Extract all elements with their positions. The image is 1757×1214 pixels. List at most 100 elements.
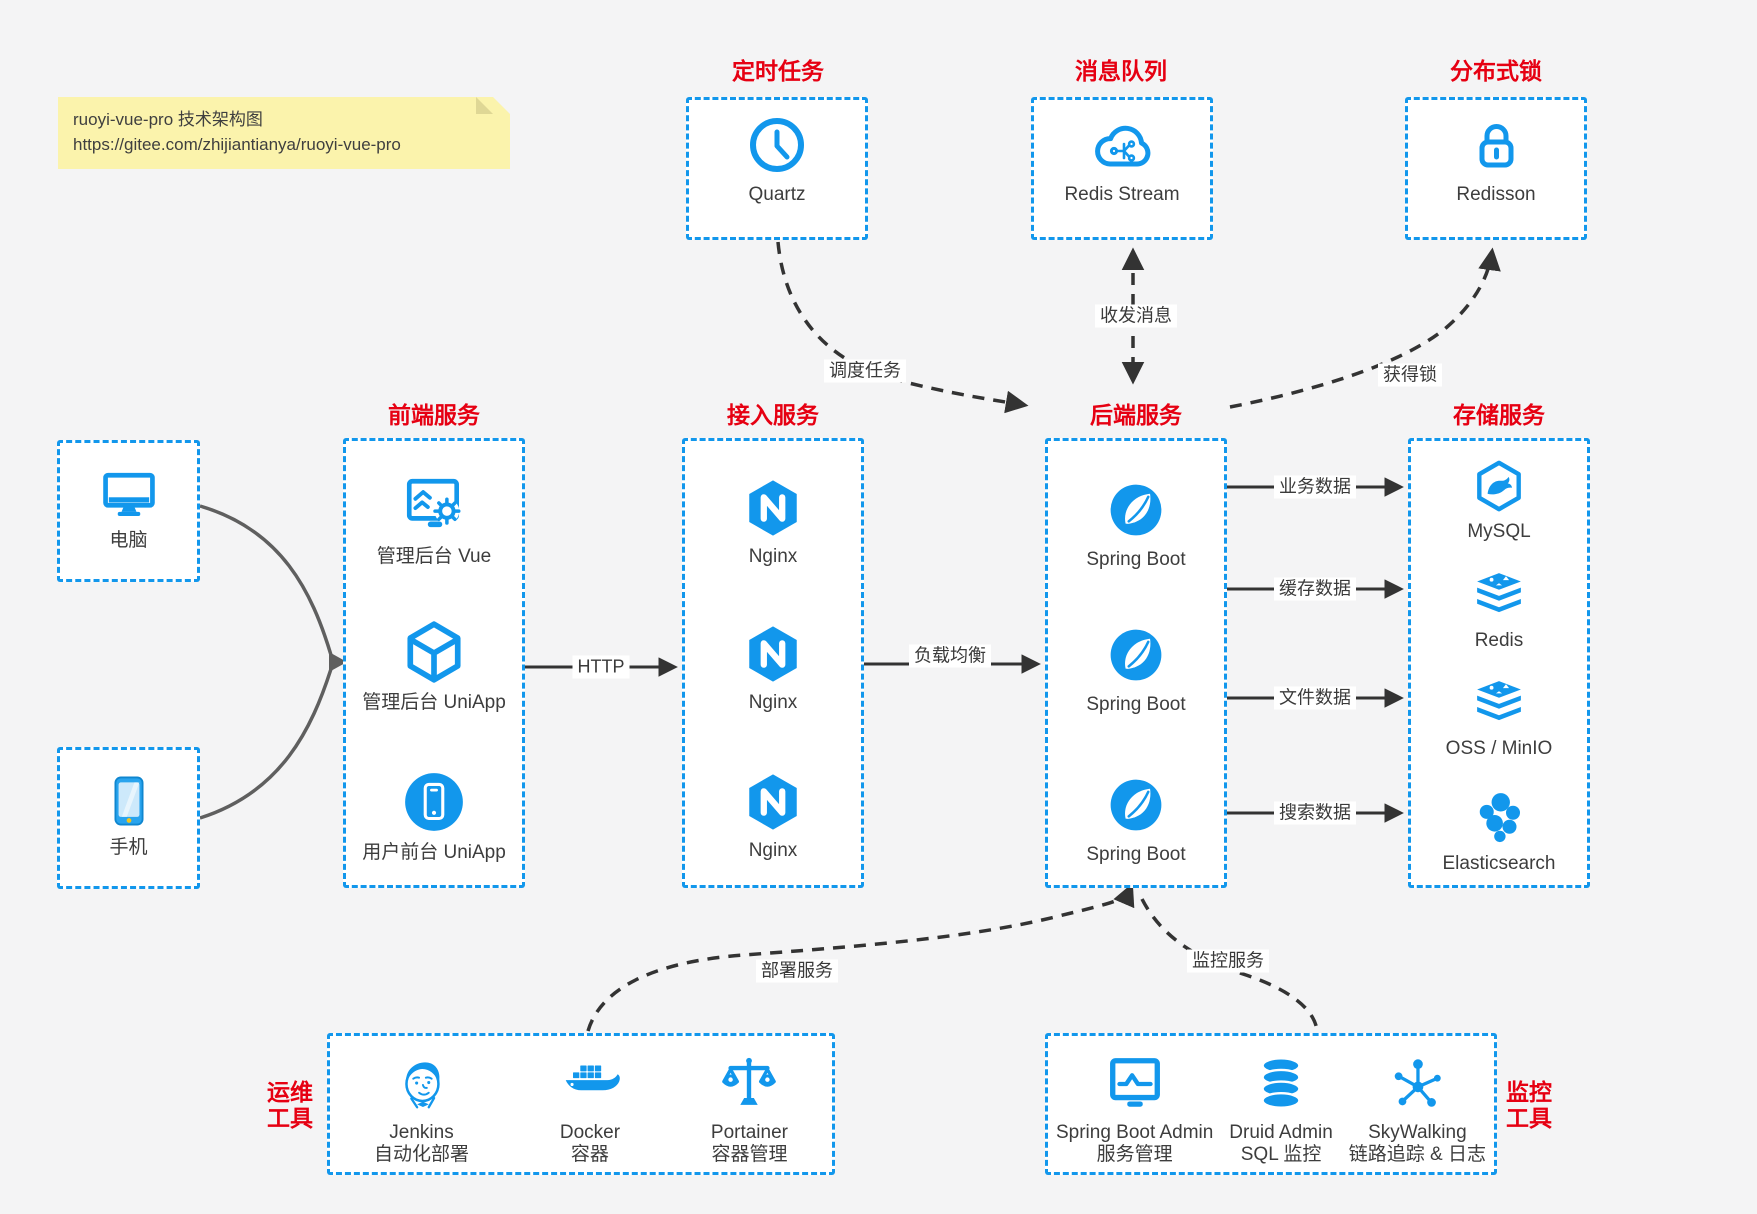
edge-phone-to-frontend	[199, 668, 333, 820]
item-sublabel: 容器	[570, 1144, 609, 1165]
druid-icon	[1261, 1057, 1301, 1109]
sticky-note: ruoyi-vue-pro 技术架构图 https://gitee.com/zh…	[58, 97, 510, 169]
item-sublabel: 链路追踪 & 日志	[1348, 1144, 1486, 1165]
nginx-icon	[749, 774, 797, 830]
client-arrowhead	[329, 652, 347, 672]
backend-services-box: Spring Boot Spring Boot Spring Boot	[1045, 438, 1227, 888]
edge-computer-to-frontend	[199, 504, 333, 656]
item-label: SkyWalking	[1368, 1122, 1467, 1143]
frontend-item-vue: 管理后台 Vue	[346, 473, 522, 567]
mysql-icon	[1477, 460, 1521, 512]
jenkins-icon	[405, 1062, 441, 1109]
spring-boot-icon	[1110, 629, 1162, 681]
item-sublabel: 服务管理	[1096, 1144, 1173, 1165]
frontend-item-uniapp-user: 用户前台 UniApp	[346, 769, 522, 863]
item-label: Docker	[559, 1122, 621, 1143]
ops-item-jenkins: Jenkins 自动化部署	[374, 1053, 469, 1166]
redis-stream-item: Redis Stream	[1034, 113, 1210, 205]
item-label: 用户前台 UniApp	[362, 842, 506, 863]
redisson-box: Redisson	[1405, 97, 1587, 240]
edge-label-cache-data: 缓存数据	[1274, 577, 1356, 601]
storage-services-box: MySQL Redis OSS / MinIO	[1408, 438, 1590, 888]
item-sublabel: 容器管理	[711, 1144, 788, 1165]
item-sublabel: SQL 监控	[1240, 1144, 1322, 1165]
frontend-item-uniapp-admin: 管理后台 UniApp	[346, 619, 522, 713]
edge-label-message: 收发消息	[1095, 304, 1177, 328]
computer-item: 电脑	[60, 465, 197, 551]
desktop-icon	[102, 472, 155, 517]
ops-tools-box: Jenkins 自动化部署 Docker 容器	[327, 1033, 835, 1175]
item-label: Redis	[1474, 630, 1524, 651]
ops-item-portainer: Portainer 容器管理	[711, 1053, 788, 1166]
item-label: 管理后台 UniApp	[362, 692, 506, 713]
phone-item: 手机	[60, 772, 197, 858]
item-label: Portainer	[710, 1122, 788, 1143]
storage-item-elasticsearch: Elasticsearch	[1411, 790, 1587, 874]
edge-label-search-data: 搜索数据	[1274, 801, 1356, 825]
monitor-item-spring-boot-admin: Spring Boot Admin 服务管理	[1056, 1053, 1213, 1166]
quartz-item: Quartz	[689, 113, 865, 205]
redisson-item: Redisson	[1408, 113, 1584, 205]
monitor-tools-side-label: 监控 工具	[1506, 1079, 1552, 1131]
ops-item-docker: Docker 容器	[557, 1053, 623, 1166]
item-label: Nginx	[748, 840, 798, 861]
monitor-item-skywalking: SkyWalking 链路追踪 & 日志	[1349, 1053, 1486, 1166]
edge-label-file-data: 文件数据	[1274, 686, 1356, 710]
portainer-icon	[722, 1057, 777, 1105]
edge-acquire-lock	[1229, 247, 1501, 409]
edge-monitor-service	[1140, 898, 1319, 1031]
docker-icon	[565, 1065, 620, 1091]
spring-boot-admin-icon	[1109, 1058, 1160, 1107]
item-label: Quartz	[748, 184, 806, 205]
item-sublabel: 自动化部署	[373, 1144, 469, 1165]
spring-boot-icon	[1110, 779, 1162, 831]
skywalking-icon	[1395, 1059, 1442, 1107]
redis-stream-box: Redis Stream	[1031, 97, 1213, 240]
note-title: ruoyi-vue-pro 技术架构图	[73, 110, 263, 129]
gateway-services-box: Nginx Nginx Nginx	[682, 438, 864, 888]
frontend-services-box: 管理后台 Vue 管理后台 UniApp 用户前台 UniApp	[343, 438, 525, 888]
gateway-item-2: Nginx	[685, 623, 861, 713]
clock-icon	[750, 118, 804, 172]
item-label: Redis Stream	[1064, 184, 1180, 205]
admin-vue-icon	[406, 478, 461, 528]
item-label: Jenkins	[389, 1122, 454, 1143]
spring-boot-icon	[1110, 484, 1162, 536]
title-scheduled-task: 定时任务	[732, 58, 824, 84]
storage-item-oss: OSS / MinIO	[1411, 675, 1587, 759]
item-label: Druid Admin	[1229, 1122, 1333, 1143]
smartphone-icon	[114, 776, 143, 826]
user-app-icon	[405, 773, 463, 831]
ops-tools-side-label: 运维 工具	[267, 1079, 313, 1131]
nginx-icon	[749, 626, 797, 682]
item-label: MySQL	[1467, 521, 1531, 542]
edge-label-http: HTTP	[572, 655, 630, 679]
item-label: OSS / MinIO	[1445, 738, 1553, 759]
oss-icon	[1477, 681, 1521, 721]
phone-box: 手机	[57, 747, 200, 889]
item-label: 电脑	[109, 530, 148, 551]
item-label: Nginx	[748, 546, 798, 567]
item-label: Elasticsearch	[1442, 853, 1556, 874]
computer-box: 电脑	[57, 440, 200, 582]
title-message-queue: 消息队列	[1075, 58, 1167, 84]
elasticsearch-icon	[1479, 793, 1520, 843]
edge-deploy-service	[586, 882, 1135, 1032]
lock-icon	[1479, 124, 1514, 168]
redis-icon	[1477, 573, 1521, 613]
title-gateway-services: 接入服务	[727, 402, 819, 428]
cloud-stream-icon	[1095, 125, 1151, 167]
edge-label-dispatch: 调度任务	[824, 359, 906, 383]
edge-dispatch-task	[776, 241, 1029, 414]
item-label: 管理后台 Vue	[376, 546, 492, 567]
edge-label-lock: 获得锁	[1378, 363, 1442, 387]
title-backend-services: 后端服务	[1090, 402, 1182, 428]
note-url: https://gitee.com/zhijiantianya/ruoyi-vu…	[73, 135, 401, 154]
item-label: Spring Boot	[1086, 549, 1186, 570]
item-label: Spring Boot	[1086, 844, 1186, 865]
edge-label-deploy: 部署服务	[756, 959, 838, 983]
monitor-item-druid: Druid Admin SQL 监控	[1229, 1053, 1333, 1166]
title-frontend-services: 前端服务	[388, 402, 480, 428]
item-label: 手机	[109, 837, 148, 858]
item-label: Spring Boot Admin	[1055, 1122, 1214, 1143]
